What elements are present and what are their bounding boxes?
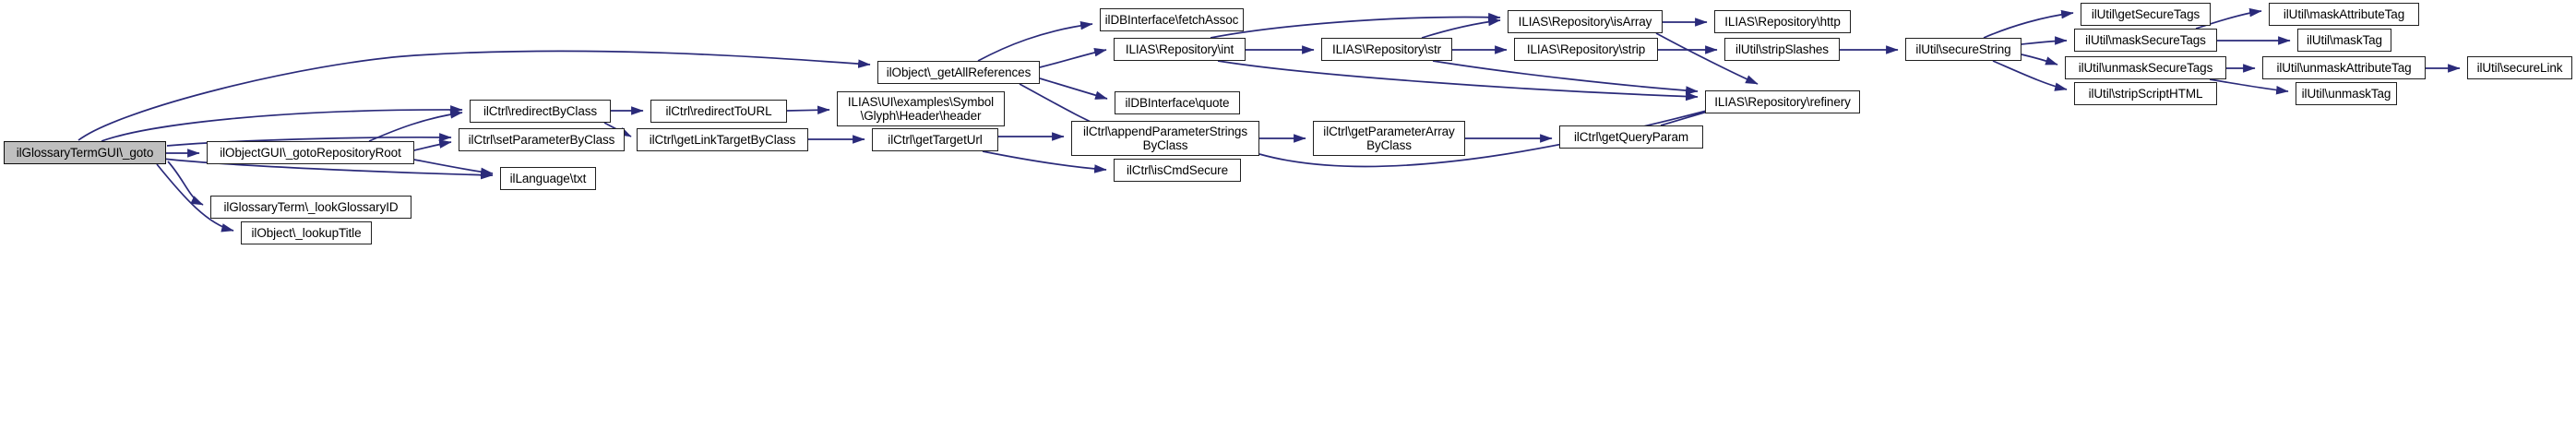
graph-node[interactable]: ilObjectGUI\_gotoRepositoryRoot (207, 141, 414, 164)
graph-node-label: ilCtrl\isCmdSecure (1127, 162, 1228, 177)
graph-node-label: ilDBInterface\fetchAssoc (1104, 12, 1239, 27)
graph-node-label: ilCtrl\getQueryParam (1573, 129, 1689, 144)
call-edge (78, 50, 871, 141)
graph-node[interactable]: ILIAS\Repository\int (1114, 38, 1246, 61)
graph-node[interactable]: ilCtrl\setParameterByClass (459, 128, 625, 151)
graph-node[interactable]: ilCtrl\getTargetUrl (872, 128, 998, 151)
graph-node-label: ilGlossaryTerm\_lookGlossaryID (223, 199, 399, 214)
graph-node-label: ilUtil\unmaskTag (2301, 86, 2391, 101)
call-edge (1210, 12, 1501, 39)
graph-node-label: ilUtil\unmaskAttributeTag (2276, 60, 2412, 75)
graph-node-label: ilUtil\maskSecureTags (2085, 32, 2206, 47)
graph-node[interactable]: ilCtrl\redirectByClass (470, 100, 611, 123)
graph-node-label: ilUtil\unmaskSecureTags (2078, 60, 2213, 75)
graph-node-label: ilObjectGUI\_gotoRepositoryRoot (220, 145, 401, 160)
graph-node[interactable]: ilObject\_getAllReferences (877, 61, 1040, 84)
graph-node[interactable]: ilCtrl\getLinkTargetByClass (637, 128, 808, 151)
call-edge (1992, 60, 2068, 91)
graph-node-label: ILIAS\Repository\refinery (1714, 94, 1851, 109)
call-edge (1039, 48, 1107, 68)
graph-node[interactable]: ilLanguage\txt (500, 167, 596, 190)
graph-node[interactable]: ilUtil\unmaskSecureTags (2065, 56, 2226, 79)
graph-node-label: ILIAS\Repository\http (1724, 14, 1841, 29)
graph-node-label: ilObject\_getAllReferences (886, 65, 1032, 79)
graph-node[interactable]: ILIAS\Repository\isArray (1508, 10, 1663, 33)
call-edge (413, 159, 494, 177)
graph-node-label: ILIAS\Repository\int (1125, 42, 1234, 56)
graph-node[interactable]: ilUtil\maskSecureTags (2074, 29, 2217, 52)
call-edge (1432, 60, 1699, 95)
graph-node-label: ilGlossaryTermGUI\_goto (16, 145, 154, 160)
graph-node-label: ilDBInterface\quote (1125, 95, 1230, 110)
call-edge (977, 20, 1093, 62)
graph-node-label: ILIAS\Repository\str (1331, 42, 1442, 56)
graph-node[interactable]: ilUtil\secureLink (2467, 56, 2572, 79)
graph-node[interactable]: ilUtil\secureString (1905, 38, 2021, 61)
graph-node-label: ilCtrl\appendParameterStrings ByClass (1083, 124, 1247, 152)
graph-node-label: ilCtrl\redirectByClass (483, 103, 598, 118)
graph-node-label: ilCtrl\redirectToURL (665, 103, 772, 118)
graph-node[interactable]: ilUtil\unmaskAttributeTag (2262, 56, 2426, 79)
graph-node-label: ilUtil\getSecureTags (2091, 6, 2200, 21)
graph-node[interactable]: ilObject\_lookupTitle (241, 221, 372, 244)
graph-node[interactable]: ilCtrl\getQueryParam (1559, 125, 1703, 149)
call-edge (368, 110, 463, 142)
graph-node[interactable]: ilUtil\getSecureTags (2081, 3, 2211, 26)
call-edge (1039, 77, 1108, 100)
call-edge (1421, 17, 1501, 39)
call-edge (413, 139, 452, 151)
graph-node[interactable]: ilUtil\unmaskTag (2296, 82, 2397, 105)
graph-node-label: ilUtil\secureLink (2476, 60, 2563, 75)
graph-node-label: ilUtil\stripScriptHTML (2088, 86, 2203, 101)
graph-node-label: ILIAS\Repository\isArray (1518, 14, 1652, 29)
graph-node[interactable]: ILIAS\Repository\strip (1514, 38, 1658, 61)
graph-node[interactable]: ILIAS\Repository\str (1321, 38, 1452, 61)
call-edge (2021, 54, 2058, 66)
graph-node[interactable]: ilUtil\stripSlashes (1724, 38, 1840, 61)
call-edge (2209, 78, 2289, 95)
graph-node-label: ilUtil\maskTag (2307, 32, 2382, 47)
graph-node-label: ilUtil\secureString (1915, 42, 2011, 56)
graph-node-label: ILIAS\Repository\strip (1526, 42, 1646, 56)
graph-node-label: ilObject\_lookupTitle (251, 225, 362, 240)
graph-node[interactable]: ilCtrl\redirectToURL (650, 100, 787, 123)
graph-node[interactable]: ilCtrl\appendParameterStrings ByClass (1071, 121, 1259, 156)
graph-node-label: ilCtrl\getLinkTargetByClass (649, 132, 796, 147)
graph-node[interactable]: ilDBInterface\quote (1115, 91, 1240, 114)
graph-node[interactable]: ilUtil\maskAttributeTag (2269, 3, 2419, 26)
graph-node-root[interactable]: ilGlossaryTermGUI\_goto (4, 141, 166, 164)
graph-node-label: ILIAS\UI\examples\Symbol \Glyph\Header\h… (847, 94, 995, 123)
call-edge (786, 105, 830, 115)
graph-node[interactable]: ilCtrl\getParameterArray ByClass (1313, 121, 1465, 156)
graph-node[interactable]: ilDBInterface\fetchAssoc (1100, 8, 1244, 31)
graph-node[interactable]: ilGlossaryTerm\_lookGlossaryID (210, 196, 411, 219)
call-edge (101, 105, 463, 142)
graph-node[interactable]: ILIAS\Repository\refinery (1705, 90, 1860, 113)
graph-node-label: ilCtrl\setParameterByClass (468, 132, 615, 147)
call-edge (1217, 60, 1699, 101)
call-edge (1983, 9, 2074, 39)
graph-node-label: ilCtrl\getParameterArray ByClass (1323, 124, 1455, 152)
graph-node-label: ilCtrl\getTargetUrl (888, 132, 983, 147)
call-edge (2021, 36, 2068, 45)
graph-node[interactable]: ilUtil\stripScriptHTML (2074, 82, 2217, 105)
graph-node[interactable]: ilUtil\maskTag (2297, 29, 2391, 52)
graph-node-label: ilLanguage\txt (509, 171, 587, 185)
graph-node[interactable]: ilCtrl\isCmdSecure (1114, 159, 1241, 182)
graph-node[interactable]: ILIAS\Repository\http (1714, 10, 1851, 33)
graph-node-label: ilUtil\stripSlashes (1735, 42, 1829, 56)
call-edge (167, 161, 204, 206)
graph-node-label: ilUtil\maskAttributeTag (2283, 6, 2405, 21)
graph-node[interactable]: ILIAS\UI\examples\Symbol \Glyph\Header\h… (837, 91, 1005, 126)
